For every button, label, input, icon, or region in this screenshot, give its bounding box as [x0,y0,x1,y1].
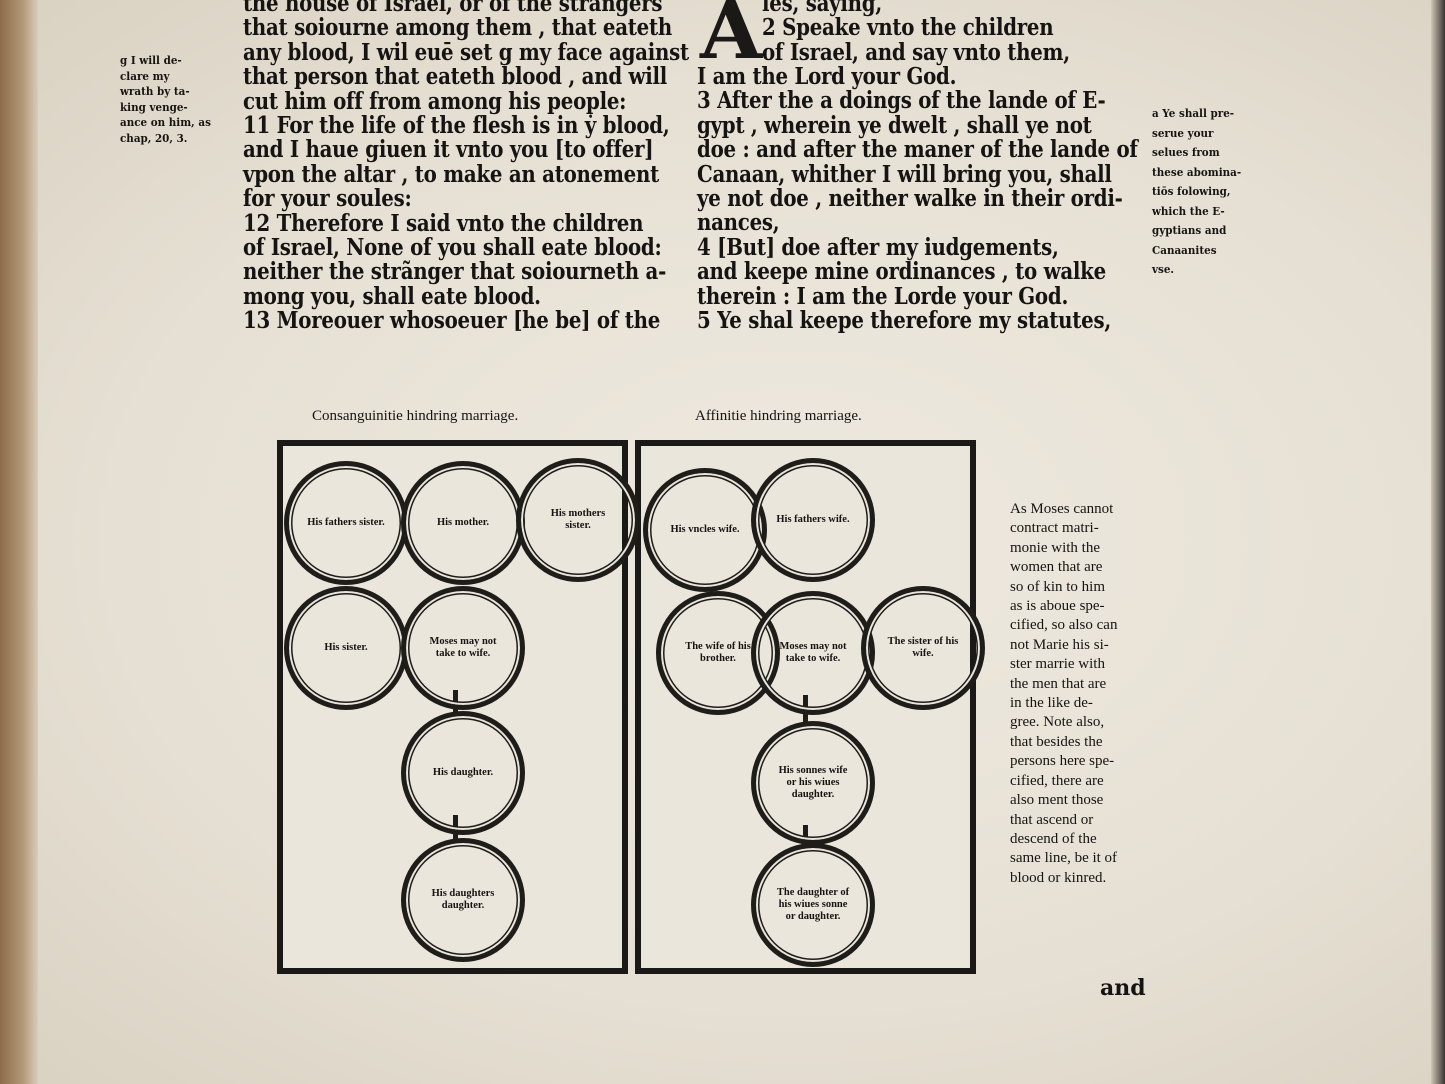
decorated-initial: A [700,0,763,77]
text-line: mong you, shall eate blood. [243,282,541,310]
text-line: vpon the altar , to make an atonement [243,160,659,188]
text-line: gypt , wherein ye dwelt , shall ye not [697,111,1092,139]
note-line: so of kin to him [1010,578,1106,595]
margin-note-left: g I will de- clare my wrath by ta- king … [120,53,211,146]
kin-circle: His vncles wife. [643,468,767,592]
note-line: ster marrie with [1010,656,1105,673]
note-line: that besides the [1010,733,1103,750]
note-line: king venge- [120,99,188,114]
note-line: vse. [1152,262,1175,276]
kin-circle: His fathers sister. [284,461,408,585]
text-line: Canaan, whither I will bring you, shall [697,160,1112,188]
note-line: serue your [1152,125,1214,140]
note-line: monie with the [1010,539,1100,556]
text-line: for your soules: [243,185,412,213]
affinity-caption: Affinitie hindring marriage. [695,408,862,424]
text-line: and keepe mine ordinances , to walke [697,258,1106,286]
note-line: also ment those [1010,792,1104,809]
text-line: neither the strãnger that soiourneth a- [243,258,667,286]
text-line: of Israel, None of you shall eate blood: [243,233,662,261]
note-line: g I will de- [120,53,182,67]
kin-circle: The sister of his wife. [861,586,985,710]
catchword: and [1100,975,1146,1001]
left-text-column: the house of Israel, or of the strangers… [243,0,761,333]
kin-circle-center: Moses may not take to wife. [401,586,525,710]
kin-circle: His daughter. [401,711,525,835]
text-line: les, saying, [762,0,882,17]
note-line: the men that are [1010,675,1107,692]
text-line: 13 Moreouer whosoeuer [he be] of the [243,307,661,335]
note-line: wrath by ta- [120,84,190,98]
kin-circle: His sister. [284,586,408,710]
text-line: doe : and after the maner of the lande o… [697,136,1138,164]
text-line: 4 [But] doe after my iudgements, [697,233,1059,261]
note-line: a Ye shall pre- [1152,106,1235,120]
note-line: tiōs folowing, [1152,184,1231,198]
note-line: that ascend or [1010,811,1094,828]
kin-circle: His mother. [401,461,525,585]
note-line: in the like de- [1010,695,1093,712]
note-line: cified, there are [1010,772,1104,789]
note-line: ance on him, as [120,115,211,129]
kin-circle-center: Moses may not take to wife. [751,591,875,715]
note-line: As Moses cannot [1010,501,1114,517]
text-line: therein : I am the Lorde your God. [697,282,1069,310]
note-line: blood or kinred. [1010,869,1107,886]
text-line: 5 Ye shal keepe therefore my statutes, [697,306,1111,334]
note-line: persons here spe- [1010,753,1115,770]
kin-circle: His mothers sister. [516,458,640,582]
note-line: as is aboue spe- [1010,598,1105,615]
kin-circle: His daughters daughter. [401,838,525,962]
text-line: that person that eateth blood , and will [243,63,668,91]
note-line: Canaanites [1152,242,1217,257]
page-edge-left [0,0,38,1084]
note-line: chap, 20, 3. [120,130,188,145]
kin-circle: His sonnes wife or his wiues daughter. [751,721,875,845]
note-line: these abomina- [1152,164,1242,179]
right-text-column: I am the Lord your God. 3 After the a do… [697,63,1209,334]
text-line: any blood, I wil euē set g my face again… [243,38,689,66]
text-line: 3 After the a doings of the lande of E- [697,87,1106,115]
side-note: As Moses cannot contract matri- monie wi… [1010,500,1117,888]
text-line: of Israel, and say vnto them, [762,38,1070,66]
note-line: gree. Note also, [1010,714,1105,731]
note-line: which the E- [1152,203,1225,218]
text-line: the house of Israel, or of the strangers [243,0,663,17]
text-line: and I haue giuen it vnto you [to offer] [243,136,654,164]
note-line: not Marie his si- [1010,636,1109,653]
text-line: nances, [697,209,780,237]
note-line: clare my [120,68,170,83]
consanguinity-caption: Consanguinitie hindring marriage. [312,408,519,424]
text-line: 2 Speake vnto the children [762,14,1054,42]
text-line: I am the Lord your God. [697,63,957,90]
note-line: women that are [1010,559,1103,576]
kin-circle: His fathers wife. [751,458,875,582]
text-line: 11 For the life of the flesh is in ẏ blo… [243,111,670,139]
note-line: cified, so also can [1010,617,1118,634]
note-line: same line, be it of [1010,850,1118,867]
note-line: selues from [1152,145,1220,159]
text-line: cut him off from among his people: [243,87,627,115]
note-line: contract matri- [1010,520,1099,537]
text-line: ye not doe , neither walke in their ordi… [697,184,1123,212]
margin-note-right: a Ye shall pre- serue your selues from t… [1152,104,1241,280]
note-line: gyptians and [1152,223,1227,237]
text-line: 12 Therefore I said vnto the children [243,209,644,237]
right-text-column-top: les, saying, 2 Speake vnto the children … [762,0,1120,65]
page-edge-right [1431,0,1445,1084]
text-line: that soiourne among them , that eateth [243,14,672,42]
kin-circle: The daughter of his wiues sonne or daugh… [751,843,875,967]
note-line: descend of the [1010,830,1097,847]
